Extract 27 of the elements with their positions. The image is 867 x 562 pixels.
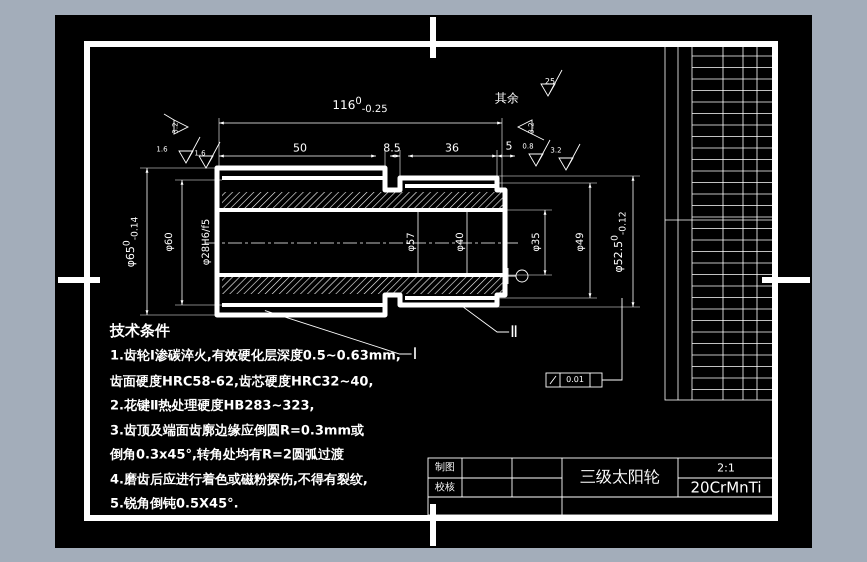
dimension-text: 8.5: [383, 142, 401, 154]
scale-text: 2:1: [717, 462, 735, 474]
requirement-text: 4.磨齿后应进行着色或磁粉探伤,不得有裂纹,: [110, 474, 368, 486]
dimension-text: 36: [445, 142, 459, 154]
material-text: 20CrMnTi: [690, 480, 762, 496]
requirement-text: 1.齿轮Ⅰ渗碳淬火,有效硬化层深度0.5~0.63mm,: [110, 350, 401, 362]
dimension-text: φ49: [576, 232, 586, 252]
dimension-text: φ35: [532, 232, 542, 252]
note-text: 其余: [495, 92, 519, 104]
dimension-text: φ40: [456, 232, 466, 252]
dimension-text: 50: [293, 142, 307, 154]
requirement-text: 倒角0.3x45°,转角处均有R=2圆弧过渡: [110, 448, 344, 462]
dimension-text: φ57: [407, 232, 417, 252]
dimension-text: φ60: [165, 232, 175, 252]
table-cell-text: 制图: [435, 463, 455, 473]
tolerance-value: 0.01: [566, 376, 584, 384]
requirement-text: 3.齿顶及端面齿廓边缘应倒圆R=0.3mm或: [110, 424, 364, 438]
requirement-text: 5.锐角倒钝0.5X45°.: [110, 498, 239, 510]
table-cell-text: 校核: [435, 483, 455, 493]
heading-text: 技术条件: [110, 324, 170, 338]
requirement-text: 2.花键Ⅱ热处理硬度HB283~323,: [110, 400, 314, 412]
leader-line: [264, 310, 412, 354]
requirement-text: 齿面硬度HRC58-62,齿芯硬度HRC32~40,: [110, 376, 374, 388]
part-number: Ⅰ: [412, 346, 418, 362]
dimension-text: 5: [506, 140, 512, 152]
part-number: Ⅱ: [510, 324, 518, 340]
part-name-text: 三级太阳轮: [580, 469, 660, 485]
